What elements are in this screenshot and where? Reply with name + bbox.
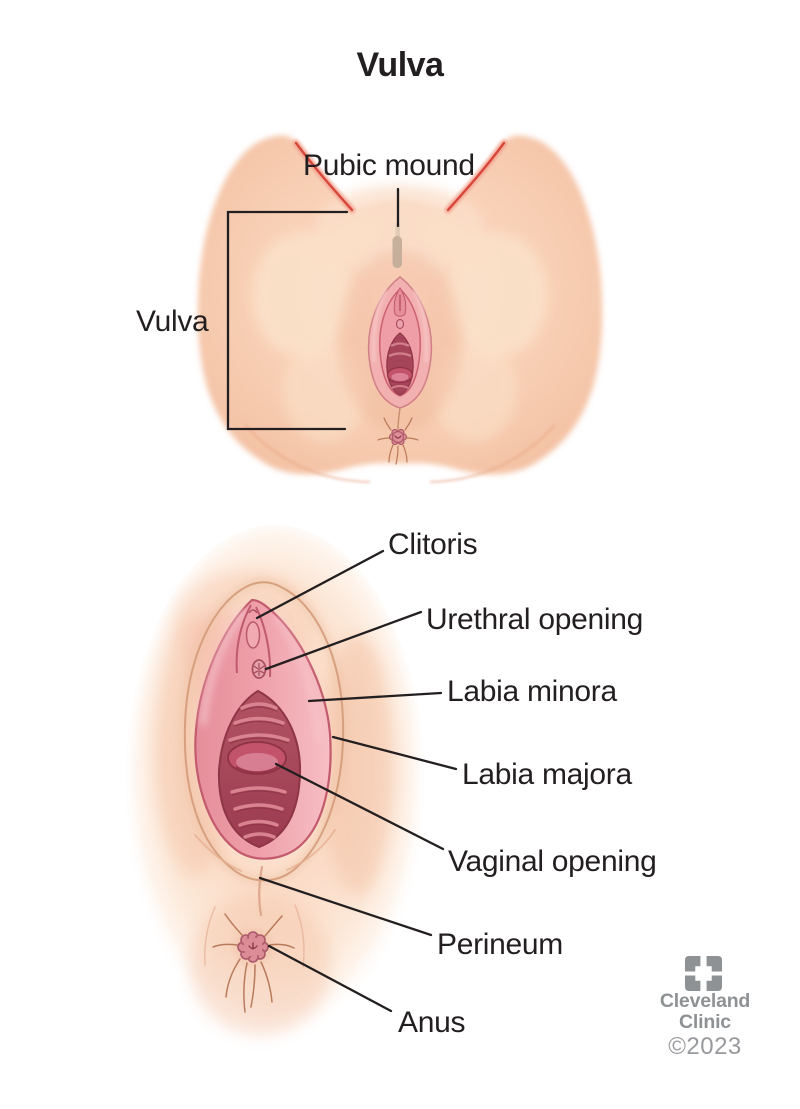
label-vulva: Vulva: [136, 305, 209, 338]
anus-shape: [212, 913, 295, 1013]
label-pubic-mound: Pubic mound: [303, 149, 475, 182]
thigh-creases: [292, 139, 508, 214]
clitoris-shape: [245, 609, 261, 649]
pelvis-overview-illustration: [197, 135, 603, 484]
label-anus: Anus: [398, 1006, 466, 1039]
brand-name: Cleveland Clinic: [640, 991, 770, 1033]
urethral-opening-shape: [251, 659, 267, 679]
label-clitoris: Clitoris: [388, 528, 478, 561]
copyright-text: ©2023: [668, 1033, 742, 1060]
anus-small-illustration: [377, 407, 419, 465]
vulva-closeup-illustration: [125, 525, 425, 1041]
vulva-small-illustration: [367, 276, 433, 409]
page-title: Vulva: [356, 46, 444, 84]
label-perineum: Perineum: [437, 928, 563, 961]
label-labia-majora: Labia majora: [462, 758, 632, 791]
label-vaginal-opening: Vaginal opening: [448, 845, 657, 878]
cleveland-clinic-logo-icon: [685, 956, 722, 991]
brand-line1: Cleveland: [659, 990, 751, 1012]
label-labia-minora: Labia minora: [447, 675, 617, 708]
brand-line2: Clinic: [679, 1011, 731, 1033]
label-urethral-opening: Urethral opening: [426, 603, 644, 636]
